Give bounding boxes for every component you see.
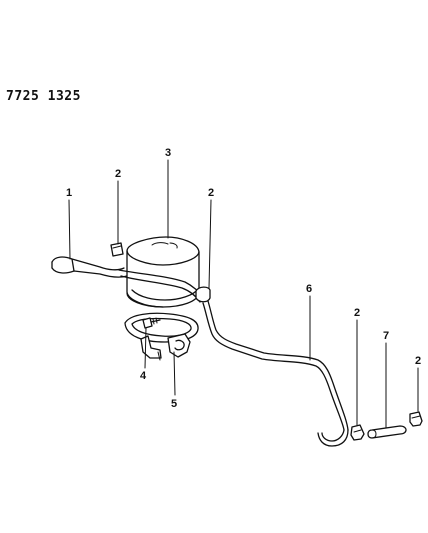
leader-lines bbox=[68, 159, 419, 429]
callout-1: 1 bbox=[66, 187, 72, 199]
callout-2-left: 2 bbox=[115, 168, 121, 180]
tube-part-6 bbox=[202, 300, 349, 447]
callout-2-right: 2 bbox=[415, 355, 421, 367]
canister-part-3 bbox=[126, 236, 200, 308]
diagram-reference-code: 7725 1325 bbox=[6, 89, 81, 104]
callout-5: 5 bbox=[171, 398, 177, 410]
callout-6: 6 bbox=[306, 283, 312, 295]
bolt-part-4 bbox=[142, 317, 161, 329]
clamp-part-2-tube bbox=[350, 424, 365, 441]
bracket-part-5 bbox=[124, 312, 199, 361]
callout-2-tube: 2 bbox=[354, 307, 360, 319]
hose-part-1 bbox=[51, 256, 128, 278]
clamp-part-2-left bbox=[110, 242, 124, 257]
callout-2-canister: 2 bbox=[208, 187, 214, 199]
hose-part-7 bbox=[367, 425, 407, 439]
callout-3: 3 bbox=[165, 147, 171, 159]
callout-7: 7 bbox=[383, 330, 389, 342]
clamp-part-2-canister bbox=[195, 286, 211, 303]
clamp-part-2-right bbox=[409, 411, 423, 427]
callout-4: 4 bbox=[140, 370, 147, 382]
